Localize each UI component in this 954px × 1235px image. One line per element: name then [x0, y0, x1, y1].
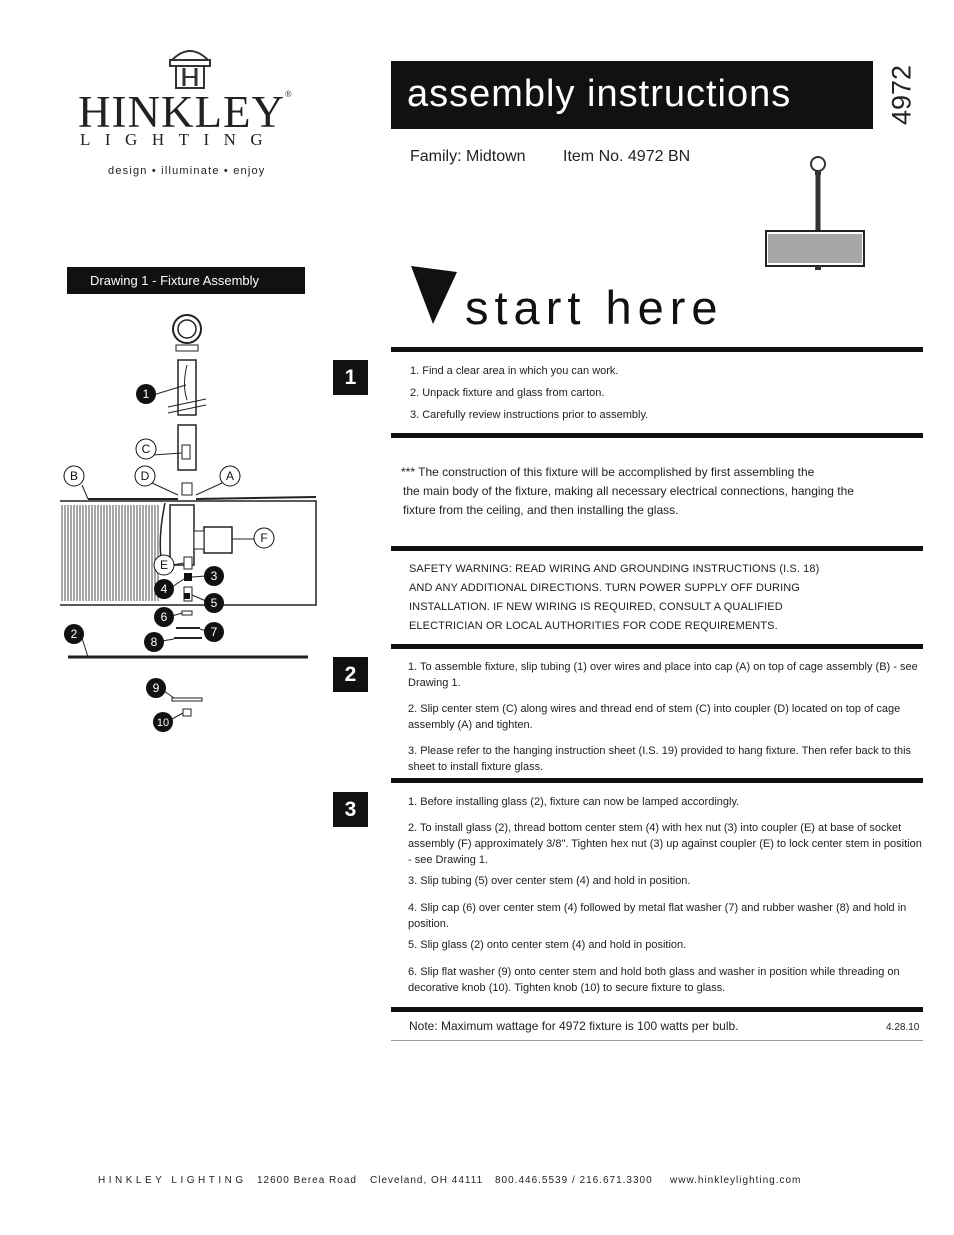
step-1-badge: 1 [333, 360, 368, 395]
page-title: assembly instructions [407, 73, 792, 115]
construction-line: the main body of the fixture, making all… [403, 484, 854, 498]
step-2-item: 1. To assemble fixture, slip tubing (1) … [408, 661, 918, 689]
step-2-top-rule [391, 644, 923, 649]
brand-tagline: design • illuminate • enjoy [108, 165, 266, 177]
callout-10: 10 [153, 712, 184, 732]
svg-text:1: 1 [143, 387, 150, 401]
footer-company: HINKLEY LIGHTING [98, 1175, 247, 1186]
svg-text:2: 2 [71, 627, 78, 641]
svg-text:5: 5 [211, 596, 218, 610]
callout-9: 9 [146, 678, 175, 699]
svg-text:E: E [160, 558, 168, 572]
svg-text:7: 7 [211, 625, 218, 639]
step-3-top-rule [391, 778, 923, 783]
safety-warning-line: SAFETY WARNING: READ WIRING AND GROUNDIN… [409, 563, 820, 575]
callout-2: 2 [64, 624, 89, 658]
svg-text:9: 9 [153, 681, 160, 695]
svg-text:C: C [142, 442, 151, 456]
svg-text:10: 10 [157, 717, 169, 729]
callout-1: 1 [136, 384, 187, 404]
note-bottom-rule [391, 1040, 923, 1041]
step-3-item: 2. To install glass (2), thread bottom c… [408, 822, 922, 866]
callout-B: B [63, 465, 89, 500]
step-3-item: 3. Slip tubing (5) over center stem (4) … [408, 875, 691, 887]
step-3-badge: 3 [333, 792, 368, 827]
callout-7: 7 [199, 622, 224, 642]
start-here-heading: start here [465, 281, 724, 334]
fixture-assembly-drawing: B D A C F E 1 4 3 5 6 7 8 2 9 10 [60, 314, 317, 732]
callout-E: E [153, 554, 185, 576]
construction-line: *** The construction of this fixture wil… [401, 465, 815, 479]
wattage-note: Note: Maximum wattage for 4972 fixture i… [409, 1019, 739, 1033]
item-number: Item No. 4972 BN [563, 148, 691, 165]
callout-C: C [135, 438, 183, 460]
callout-5: 5 [191, 593, 224, 613]
step-2-badge: 2 [333, 657, 368, 692]
step-1-top-rule [391, 347, 923, 352]
callout-F: F [232, 527, 275, 549]
drawing-label: Drawing 1 - Fixture Assembly [67, 267, 305, 294]
callout-8: 8 [144, 632, 175, 652]
svg-text:3: 3 [211, 569, 218, 583]
side-number: 4972 [886, 64, 917, 126]
thumbnail-ribs [768, 234, 862, 263]
step-1-item: 2. Unpack fixture and glass from carton. [410, 387, 605, 399]
safety-warning-line: INSTALLATION. IF NEW WIRING IS REQUIRED,… [409, 601, 783, 613]
footer-city: Cleveland, OH 44111 [370, 1175, 484, 1186]
step-3-item: 1. Before installing glass (2), fixture … [408, 796, 740, 808]
callout-D: D [134, 465, 179, 496]
step-1-bottom-rule [391, 433, 923, 438]
step-3-item: 4. Slip cap (6) over center stem (4) fol… [408, 902, 907, 930]
svg-text:4: 4 [161, 582, 168, 596]
step-2-item: 3. Please refer to the hanging instructi… [408, 745, 912, 773]
callout-3: 3 [191, 566, 224, 586]
note-top-rule [391, 1007, 923, 1012]
family-label: Family: Midtown [410, 148, 526, 165]
shade-ribs [61, 505, 159, 601]
safety-warning-line: AND ANY ADDITIONAL DIRECTIONS. TURN POWE… [409, 582, 800, 594]
svg-text:6: 6 [161, 610, 168, 624]
svg-text:8: 8 [151, 635, 158, 649]
start-arrow-icon [411, 266, 457, 324]
svg-text:B: B [70, 469, 78, 483]
footer-phone: 800.446.5539 / 216.671.3300 [495, 1175, 653, 1186]
step-3-item: 6. Slip flat washer (9) onto center stem… [408, 966, 900, 994]
construction-line: fixture from the ceiling, and then insta… [403, 503, 679, 517]
title-banner: assembly instructions [391, 61, 873, 129]
fixture-thumbnail [765, 156, 865, 270]
callout-A: A [195, 465, 241, 496]
revision-date: 4.28.10 [886, 1022, 920, 1033]
callout-6: 6 [154, 607, 183, 627]
svg-text:A: A [226, 469, 234, 483]
safety-warning-line: ELECTRICIAN OR LOCAL AUTHORITIES FOR COD… [409, 620, 778, 632]
step-1-item: 1. Find a clear area in which you can wo… [410, 365, 619, 377]
callout-4: 4 [154, 578, 185, 599]
safety-top-rule [391, 546, 923, 551]
svg-text:D: D [141, 469, 150, 483]
brand-name: HINKLEY® [78, 87, 293, 137]
svg-text:F: F [260, 531, 267, 545]
step-3-item: 5. Slip glass (2) onto center stem (4) a… [408, 939, 687, 951]
footer-address: 12600 Berea Road [257, 1175, 357, 1186]
brand-sub: LIGHTING [80, 130, 278, 149]
footer-website[interactable]: www.hinkleylighting.com [670, 1175, 802, 1186]
lantern-logo-icon [169, 50, 211, 89]
step-2-item: 2. Slip center stem (C) along wires and … [408, 703, 901, 731]
step-1-item: 3. Carefully review instructions prior t… [410, 409, 649, 421]
